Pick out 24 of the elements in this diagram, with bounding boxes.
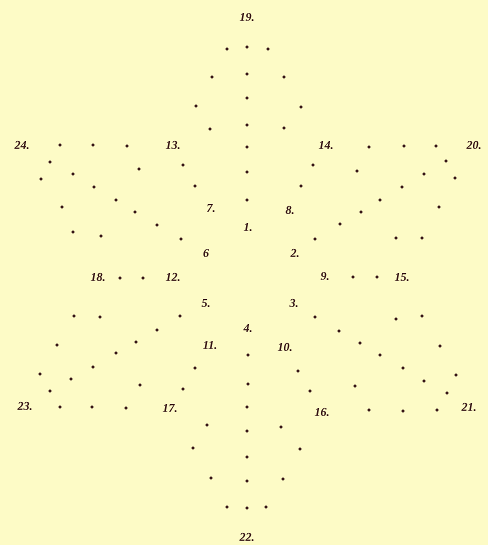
number-label: 15.: [394, 272, 409, 282]
number-label: 10.: [278, 342, 292, 352]
number-label: 22.: [239, 532, 254, 542]
number-label: 7.: [207, 204, 215, 212]
number-label: 4.: [243, 324, 252, 332]
number-label: 1.: [244, 222, 252, 232]
number-label: 14.: [318, 140, 333, 150]
number-label: 8.: [286, 206, 294, 214]
number-label: 16.: [314, 408, 329, 416]
number-label: 21.: [461, 402, 476, 412]
number-label: 9.: [320, 272, 329, 280]
number-label: 18.: [90, 272, 105, 282]
number-label: 3.: [289, 298, 298, 308]
number-label: 19.: [240, 12, 254, 22]
number-label: 17.: [162, 404, 177, 412]
number-label: 11.: [203, 340, 216, 350]
number-label: 12.: [166, 272, 180, 282]
number-label: 24.: [14, 140, 29, 150]
number-label: 23.: [17, 402, 32, 410]
number-label: 20.: [466, 140, 481, 150]
number-label: 2.: [290, 248, 299, 258]
number-label: 5.: [202, 298, 210, 307]
number-label: 6: [203, 248, 209, 258]
number-label: 13.: [166, 140, 180, 150]
